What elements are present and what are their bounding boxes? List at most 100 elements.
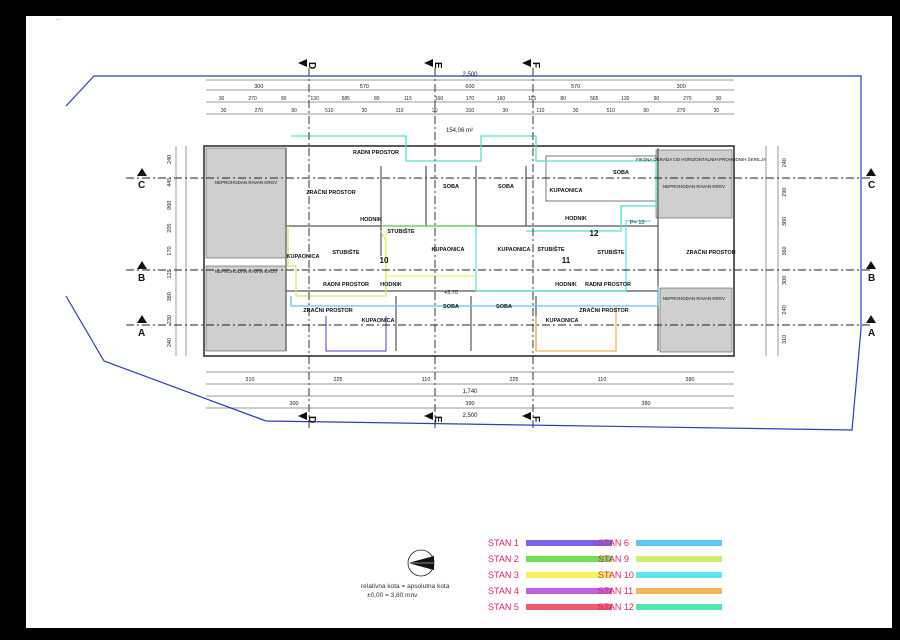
dimension-value: 270 <box>248 96 257 102</box>
north-arrow-icon <box>407 549 435 577</box>
room-label-zracni_br: ZRAČNI PROSTOR <box>579 307 628 314</box>
legend-item: STAN 6 <box>598 538 722 548</box>
legend-label: STAN 10 <box>598 570 634 580</box>
room-label-hodnik4: HODNIK <box>555 282 577 288</box>
dimension-value: 170 <box>167 246 173 255</box>
dimension-value: 30 <box>716 96 722 102</box>
dimension-value: 240 <box>782 158 788 167</box>
dimension-value: 240 <box>167 155 173 164</box>
elevation-note: relativna kota = apsolutna kota ±0,00 = … <box>361 582 491 600</box>
dimension-value: 225 <box>509 377 518 383</box>
dimension-value: 90 <box>654 96 660 102</box>
legend-label: STAN 12 <box>598 602 634 612</box>
section-label-bottom: E <box>432 416 443 423</box>
dimension-lines <box>175 79 779 409</box>
plot-boundary <box>65 75 862 431</box>
section-label-top: D <box>306 62 317 69</box>
room-label-kupaonica_l: KUPAONICA <box>287 254 320 260</box>
unit-number: 10 <box>380 256 389 265</box>
dimension-value: 310 <box>782 335 788 344</box>
room-label-radni_l: RADNI PROSTOR <box>323 282 369 288</box>
room-label-stubiste2: STUBIŠTE <box>387 227 415 235</box>
dimension-value: 300 <box>677 84 686 90</box>
legend-swatch <box>636 588 722 594</box>
legend-label: STAN 5 <box>488 602 519 612</box>
drawing-sheet: ... <box>26 16 892 628</box>
unit-number: 11 <box>562 256 571 265</box>
dimension-value: 510 <box>325 108 334 114</box>
dimension-value: 300 <box>289 401 298 407</box>
room-label-soba3: SOBA <box>443 304 459 310</box>
dimension-value: 30 <box>221 108 227 114</box>
section-label-left: A <box>138 328 145 339</box>
section-label-right: C <box>868 180 875 191</box>
legend-swatch <box>526 556 612 562</box>
room-label-stubiste1: STUBIŠTE <box>332 248 360 256</box>
dimension-value: 160 <box>435 96 444 102</box>
dim-bottom-mid-total: 1,740 <box>462 389 478 395</box>
dim-bottom-total: 2,500 <box>462 413 478 419</box>
dimension-value: 30 <box>502 108 508 114</box>
dimension-value: 80 <box>560 96 566 102</box>
section-lines <box>126 68 871 428</box>
legend-item: STAN 3 <box>488 570 612 580</box>
room-label-soba_tr: SOBA <box>613 170 629 176</box>
dimension-value: 300 <box>782 276 788 285</box>
room-label-radni_r: RADNI PROSTOR <box>585 282 631 288</box>
legend-swatch <box>636 572 722 578</box>
legend-item: STAN 10 <box>598 570 722 580</box>
room-label-hodnik1: HODNIK <box>360 217 382 223</box>
room-label-stubiste3: STUBIŠTE <box>537 245 565 253</box>
room-label-stubiste4: STUBIŠTE <box>597 248 625 256</box>
room-label-kupaonica_m2: KUPAONICA <box>498 247 531 253</box>
section-label-bottom: F <box>530 416 541 422</box>
dimension-value: 270 <box>255 108 264 114</box>
dimension-value: 445 <box>167 178 173 187</box>
dimension-value: 270 <box>683 96 692 102</box>
dimension-value: 205 <box>167 224 173 233</box>
legend-swatch <box>526 604 612 610</box>
dimension-value: 30 <box>219 96 225 102</box>
dimension-value: 300 <box>254 84 263 90</box>
legend-swatch <box>636 540 722 546</box>
legend-item: STAN 1 <box>488 538 612 548</box>
dimension-value: 600 <box>465 84 474 90</box>
dimension-value: 110 <box>422 377 431 383</box>
room-label-hodnik2: HODNIK <box>565 216 587 222</box>
dimension-value: 30 <box>432 108 438 114</box>
dimension-value: 380 <box>641 401 650 407</box>
dimension-value: 30 <box>573 108 579 114</box>
note-line-1: relativna kota = apsolutna kota <box>361 583 450 590</box>
dimension-value: 160 <box>497 96 506 102</box>
room-label-soba2: SOBA <box>498 184 514 190</box>
legend-label: STAN 4 <box>488 586 519 596</box>
dimension-value: 270 <box>677 108 686 114</box>
section-label-top: F <box>530 62 541 68</box>
dimension-value: 585 <box>342 96 351 102</box>
section-label-right: A <box>868 328 875 339</box>
section-label-bottom: D <box>306 416 317 423</box>
legend-label: STAN 9 <box>598 554 629 564</box>
dimension-value: 570 <box>360 84 369 90</box>
legend-swatch <box>526 572 612 578</box>
room-label-soba1: SOBA <box>443 184 459 190</box>
dimension-value: 310 <box>245 377 254 383</box>
dimension-value: 110 <box>396 108 404 114</box>
note-line-2: ±0,00 = 3,80 mnv <box>367 592 418 599</box>
room-label-zracni_a: ZRAČNI PROSTOR <box>306 189 355 196</box>
dimension-value: 30 <box>714 108 720 114</box>
dimension-value: 960 <box>167 201 173 210</box>
legend-item: STAN 5 <box>488 602 612 612</box>
dimension-value: 90 <box>281 96 287 102</box>
dim-top-total: 2,500 <box>462 72 478 78</box>
dimension-value: 80 <box>374 96 380 102</box>
room-label-zracni_bl: ZRAČNI PROSTOR <box>303 307 352 314</box>
dimension-value: 310 <box>466 108 475 114</box>
roof-areas <box>205 147 733 353</box>
dimension-value: 380 <box>167 292 173 301</box>
dimension-value: 380 <box>685 377 694 383</box>
